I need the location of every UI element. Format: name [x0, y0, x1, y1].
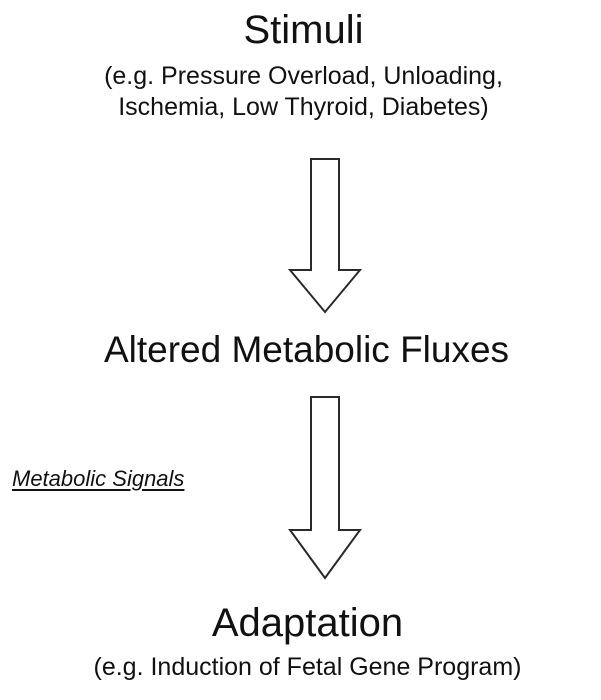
- adaptation-example: (e.g. Induction of Fetal Gene Program): [93, 653, 522, 681]
- metabolic-signals-label: Metabolic Signals: [12, 466, 185, 491]
- arrow-fluxes-to-adaptation: [288, 396, 362, 580]
- adaptation-title: Adaptation: [211, 601, 404, 645]
- stimuli-examples: (e.g. Pressure Overload, Unloading, Isch…: [0, 61, 601, 123]
- stimuli-examples-line-1: (e.g. Pressure Overload, Unloading,: [104, 62, 503, 90]
- arrow-stimuli-to-fluxes: [287, 158, 363, 314]
- altered-metabolic-fluxes-title: Altered Metabolic Fluxes: [103, 329, 510, 370]
- stimuli-examples-line-2: Ischemia, Low Thyroid, Diabetes): [118, 93, 489, 121]
- stimuli-title: Stimuli: [243, 8, 364, 52]
